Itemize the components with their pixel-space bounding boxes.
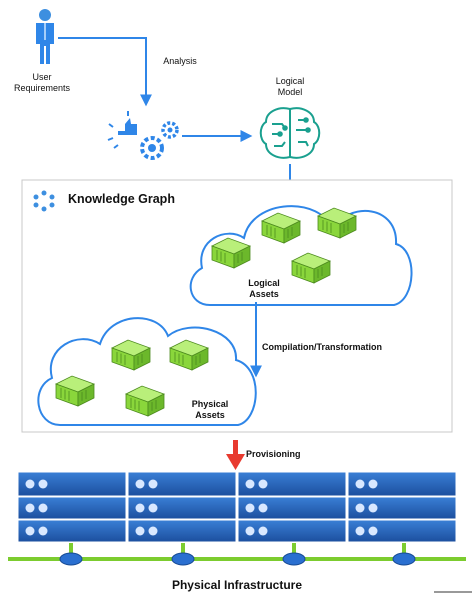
physical-assets-line1: Physical [191,399,229,409]
user-icon [36,9,54,64]
gears-icon [107,111,179,160]
logical-assets-line1: Logical [248,278,280,288]
user-requirements-label: User Requirements [6,72,78,94]
network-line [8,543,466,566]
server-rack [347,471,457,543]
server-rack [237,471,347,543]
logical-assets-label: Logical Assets [236,278,292,300]
physical-infrastructure-title: Physical Infrastructure [171,578,303,592]
brain-icon [259,107,321,159]
analysis-label: Analysis [163,56,197,66]
physical-assets-line2: Assets [195,410,225,420]
logical-assets-cloud [189,205,413,306]
logical-model-label: Logical Model [254,76,326,98]
user-label-line1: User [32,72,52,82]
analysis-arrow [58,37,152,107]
graph-icon [33,190,55,212]
provisioning-label: Provisioning [246,449,301,459]
compilation-label: Compilation/Transformation [262,342,383,352]
server-rack [127,471,237,543]
physical-assets-label: Physical Assets [180,399,240,421]
logical-model-line2: Model [277,87,303,97]
logical-assets-line2: Assets [249,289,279,299]
logical-model-line1: Logical [275,76,305,86]
user-label-line2: Requirements [13,83,71,93]
knowledge-graph-title: Knowledge Graph [68,192,175,206]
server-rack [17,471,127,543]
provisioning-arrow [226,440,245,470]
